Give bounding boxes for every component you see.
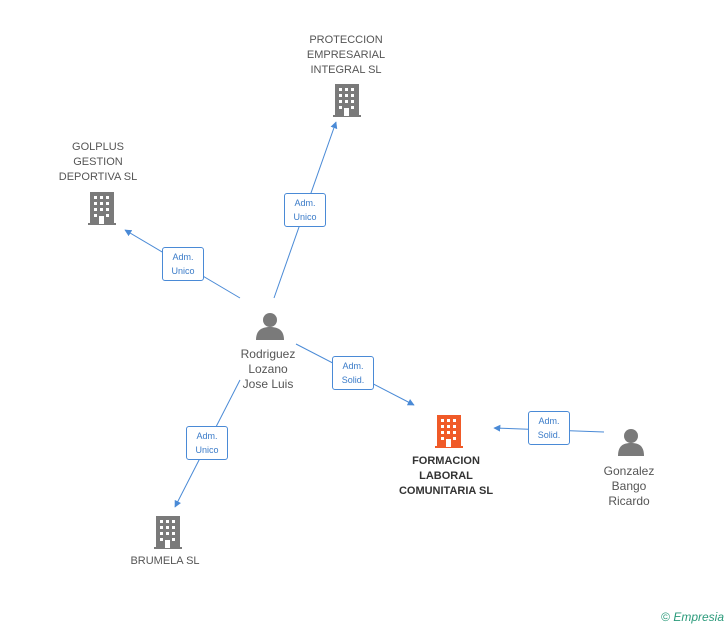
node-golplus[interactable]: GOLPLUS GESTION DEPORTIVA SL — [48, 140, 148, 185]
edge-label-rodriguez-brumela[interactable]: Adm. Unico — [186, 426, 228, 460]
node-label-line: COMUNITARIA SL — [398, 485, 494, 497]
node-label-line: Gonzalez — [603, 464, 655, 478]
node-proteccion[interactable]: PROTECCION EMPRESARIAL INTEGRAL SL — [296, 33, 396, 78]
edge-label-line: Unico — [195, 445, 219, 455]
brand-name: Empresia — [673, 610, 724, 624]
node-brumela[interactable]: BRUMELA SL — [115, 554, 215, 569]
node-label-line: GOLPLUS — [72, 141, 124, 153]
edge-label-line: Adm. — [196, 431, 218, 441]
node-label-line: Jose Luis — [242, 377, 294, 391]
node-label-line: EMPRESARIAL — [306, 49, 386, 61]
node-label-line: Rodriguez — [240, 347, 296, 361]
edge-label-rodriguez-golplus[interactable]: Adm. Unico — [162, 247, 204, 281]
edge-label-rodriguez-proteccion[interactable]: Adm. Unico — [284, 193, 326, 227]
building-icon[interactable] — [154, 516, 182, 549]
edge-label-line: Unico — [293, 212, 317, 222]
node-label-line: Lozano — [248, 362, 288, 376]
edge-label-line: Adm. — [342, 361, 364, 371]
building-icon-main[interactable] — [435, 415, 463, 448]
node-label-line: PROTECCION — [309, 34, 383, 46]
edge-label-line: Adm. — [538, 416, 560, 426]
edge-label-line: Solid. — [341, 375, 365, 385]
building-icon[interactable] — [333, 84, 361, 117]
node-rodriguez[interactable]: Rodriguez Lozano Jose Luis — [218, 347, 318, 392]
edge-label-line: Unico — [171, 266, 195, 276]
node-gonzalez[interactable]: Gonzalez Bango Ricardo — [589, 464, 669, 509]
edge-label-line: Adm. — [294, 198, 316, 208]
node-label-line: Ricardo — [608, 494, 650, 508]
node-label-line: INTEGRAL SL — [310, 64, 382, 76]
edge-label-line: Adm. — [172, 252, 194, 262]
node-label-line: LABORAL — [419, 470, 473, 482]
node-formacion[interactable]: FORMACION LABORAL COMUNITARIA SL — [386, 454, 506, 499]
node-label-line: GESTION — [73, 156, 123, 168]
footer-brand[interactable]: © Empresia — [661, 610, 724, 624]
node-label-line: DEPORTIVA SL — [58, 171, 138, 183]
copyright-symbol: © — [661, 610, 670, 624]
node-label-line: Bango — [611, 479, 647, 493]
node-label-line: FORMACION — [412, 455, 480, 467]
building-icon[interactable] — [88, 192, 116, 225]
edge-label-rodriguez-formacion[interactable]: Adm. Solid. — [332, 356, 374, 390]
edge-label-gonzalez-formacion[interactable]: Adm. Solid. — [528, 411, 570, 445]
edge-label-line: Solid. — [537, 430, 561, 440]
person-icon[interactable] — [256, 313, 284, 340]
person-icon[interactable] — [618, 429, 644, 456]
node-label-line: BRUMELA SL — [130, 555, 200, 567]
